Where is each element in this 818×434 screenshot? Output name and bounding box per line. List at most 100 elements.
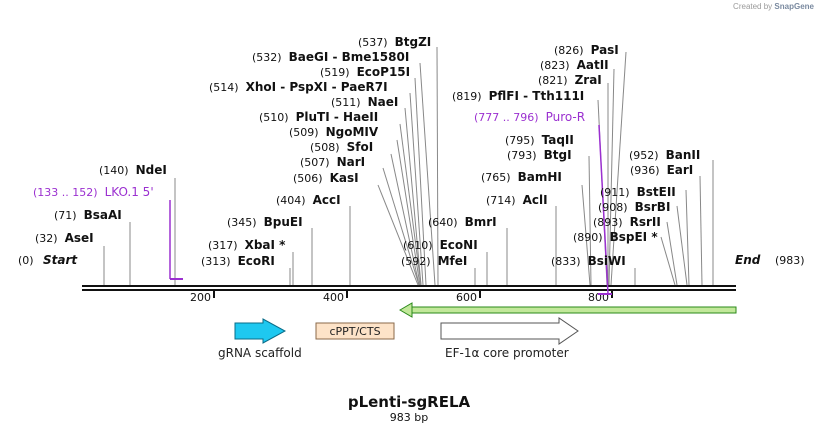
site-position: (795) xyxy=(505,134,535,147)
restriction-site: (826)PasI xyxy=(554,43,619,57)
ruler: 200 400 600 800 xyxy=(190,291,613,304)
site-enzyme: ZraI xyxy=(575,73,602,87)
site-position: (833) xyxy=(551,255,581,268)
feature-label: cPPT/CTS xyxy=(329,325,380,338)
site-enzyme: PluTI - HaeII xyxy=(296,110,379,124)
site-enzyme: NaeI xyxy=(368,95,399,109)
site-enzyme: XbaI * xyxy=(245,238,287,252)
restriction-site: (911)BstEII xyxy=(600,185,676,199)
dna-backbone xyxy=(82,285,736,291)
restriction-site: (510) PluTI - HaeII xyxy=(259,110,378,124)
site-enzyme: BstEII xyxy=(637,185,676,199)
restriction-site: (317) XbaI * xyxy=(208,238,286,252)
restriction-site: (508)SfoI xyxy=(310,140,373,154)
site-position: (507) xyxy=(300,156,330,169)
restriction-site: (765) BamHI xyxy=(481,170,562,184)
restriction-site: (509) NgoMIV xyxy=(289,125,379,139)
ruler-label: 200 xyxy=(190,291,211,304)
feature-grna-scaffold: gRNA scaffold xyxy=(218,318,302,360)
feature-ef1a-core-promoter: EF-1α core promoter xyxy=(440,317,579,360)
restriction-site: (532)BaeGI - Bme1580I xyxy=(252,50,409,64)
credit-prefix: Created by xyxy=(733,2,773,11)
restriction-site: (833)BsiWI xyxy=(551,254,626,268)
restriction-site: (537) BtgZI xyxy=(358,35,431,49)
site-enzyme: EcoRI xyxy=(238,254,275,268)
site-position: (936) xyxy=(630,164,660,177)
site-position: (317) xyxy=(208,239,238,252)
restriction-site: (795) TaqII xyxy=(505,133,574,147)
site-enzyme: AseI xyxy=(65,231,94,245)
site-position: (32) xyxy=(35,232,58,245)
site-position: (345) xyxy=(227,216,257,229)
map-title: pLenti-sgRELA xyxy=(347,393,471,411)
site-enzyme: NarI xyxy=(337,155,366,169)
site-position: (510) xyxy=(259,111,289,124)
primer-range: (777 .. 796) xyxy=(474,111,539,124)
restriction-site: (821) ZraI xyxy=(538,73,602,87)
primer-label-puro-r: (777 .. 796) Puro-R xyxy=(474,110,585,124)
site-enzyme: BpuEI xyxy=(264,215,303,229)
end-label: End xyxy=(735,253,761,267)
snapgene-logo: SnapGene xyxy=(774,2,814,11)
site-enzyme: AatII xyxy=(577,58,609,72)
site-position: (952) xyxy=(629,149,659,162)
site-position: (890) xyxy=(573,231,603,244)
site-enzyme: MfeI xyxy=(438,254,468,268)
site-position: (610) xyxy=(403,239,433,252)
restriction-site: (404)AccI xyxy=(276,193,341,207)
restriction-site: (819)PflFI - Tth111I xyxy=(452,89,584,103)
site-position: (826) xyxy=(554,44,584,57)
site-position: (823) xyxy=(540,59,570,72)
primer-name: Puro-R xyxy=(546,110,586,124)
site-position: (404) xyxy=(276,194,306,207)
site-enzyme: BmrI xyxy=(465,215,497,229)
site-enzyme: NgoMIV xyxy=(326,125,379,139)
site-position: (793) xyxy=(507,149,537,162)
site-enzyme: BsrBI xyxy=(635,200,671,214)
site-enzyme: BamHI xyxy=(518,170,562,184)
ruler-label: 600 xyxy=(456,291,477,304)
start-label: Start xyxy=(43,253,78,267)
restriction-site: (936) EarI xyxy=(630,163,693,177)
site-position: (514) xyxy=(209,81,239,94)
site-position: (140) xyxy=(99,164,129,177)
restriction-site: (952)BanII xyxy=(629,148,700,162)
restriction-site: (506)KasI xyxy=(293,171,359,185)
map-length: 983 bp xyxy=(389,411,429,424)
site-position: (893) xyxy=(593,216,623,229)
site-position: (509) xyxy=(289,126,319,139)
site-enzyme: XhoI - PspXI - PaeR7I xyxy=(246,80,388,94)
restriction-site: (71)BsaAI xyxy=(54,208,122,222)
restriction-site: (793) BtgI xyxy=(507,148,572,162)
feature-label: gRNA scaffold xyxy=(218,346,302,360)
site-position: (821) xyxy=(538,74,568,87)
site-enzyme: BtgZI xyxy=(395,35,432,49)
site-enzyme: NdeI xyxy=(136,163,167,177)
restriction-site: (32) AseI xyxy=(35,231,94,245)
site-position: (537) xyxy=(358,36,388,49)
orf-arrow xyxy=(399,302,737,318)
site-enzyme: SfoI xyxy=(347,140,374,154)
site-enzyme: EarI xyxy=(667,163,694,177)
site-position: (765) xyxy=(481,171,511,184)
primer-label-lko1: (133 .. 152)LKO.1 5' xyxy=(33,185,154,199)
site-position: (506) xyxy=(293,172,323,185)
site-enzyme: TaqII xyxy=(542,133,574,147)
ruler-label: 400 xyxy=(323,291,344,304)
site-position: (313) xyxy=(201,255,231,268)
site-position: (532) xyxy=(252,51,282,64)
snapgene-credit: Created by SnapGene xyxy=(733,2,814,11)
primer-leaders xyxy=(169,124,609,295)
restriction-site: (908)BsrBI xyxy=(598,200,670,214)
site-enzyme: BtgI xyxy=(544,148,572,162)
site-enzyme: RsrII xyxy=(630,215,661,229)
site-enzyme: EcoP15I xyxy=(357,65,411,79)
restriction-site: (610) EcoNI xyxy=(403,238,478,252)
restriction-site: (519)EcoP15I xyxy=(320,65,410,79)
restriction-site: (890)BspEI * xyxy=(573,230,658,244)
end-position: (983) xyxy=(775,254,805,267)
site-position: (511) xyxy=(331,96,361,109)
restriction-site: (313) EcoRI xyxy=(201,254,275,268)
restriction-site: (823) AatII xyxy=(540,58,609,72)
site-enzyme: EcoNI xyxy=(440,238,478,252)
